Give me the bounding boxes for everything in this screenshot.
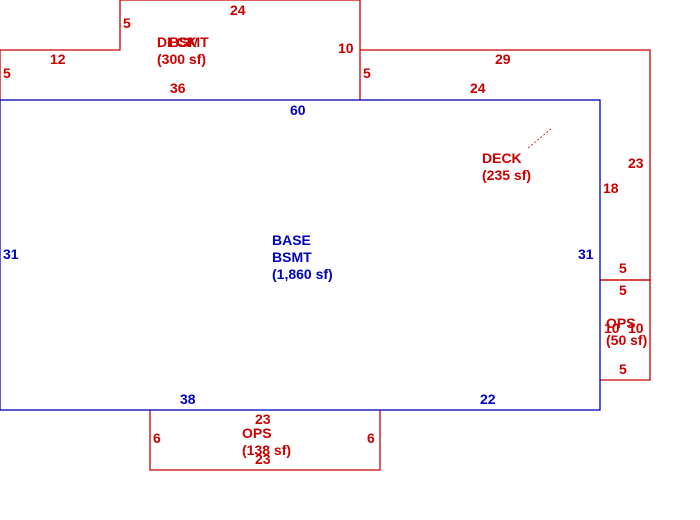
dim-ops-right-bottom: 5 (619, 361, 627, 377)
dim-ops-right-left: 10 (604, 320, 620, 336)
dim-ops-right-right: 10 (628, 320, 644, 336)
dim-upper-left-run: 12 (50, 51, 66, 67)
base-outline (0, 99, 601, 411)
dim-upper-bottom: 36 (170, 80, 186, 96)
dim-upper-top: 24 (230, 2, 246, 18)
upper-label-a: DECK (157, 34, 197, 50)
ops-right-label: OPS (606, 315, 636, 331)
dim-base-bottom-left: 38 (180, 391, 196, 407)
dim-base-top: 60 (290, 102, 306, 118)
dim-deck-left: 18 (603, 180, 619, 196)
dim-upper-right-side: 10 (338, 40, 354, 56)
deck-leader-line (527, 127, 553, 149)
dim-upper-notch-side: 5 (123, 15, 131, 31)
dim-ops-bottom-top: 23 (255, 411, 271, 427)
ops-bottom-area: (138 sf) (242, 442, 291, 458)
dim-deck-top: 29 (495, 51, 511, 67)
ops-right-area: (50 sf) (606, 332, 647, 348)
dim-ops-bottom-bottom: 23 (255, 451, 271, 467)
upper-area: (300 sf) (157, 51, 206, 67)
dim-deck-bottom: 24 (470, 80, 486, 96)
dim-ops-bottom-right: 6 (367, 430, 375, 446)
deck-label: DECK (482, 150, 522, 166)
ops-bottom-label: OPS (242, 425, 272, 441)
base-area: (1,860 sf) (272, 266, 333, 282)
upper-outline (0, 0, 361, 100)
dim-base-right: 31 (578, 246, 594, 262)
base-label-line2: BSMT (272, 249, 312, 265)
dim-base-bottom-right: 22 (480, 391, 496, 407)
dim-upper-left-side: 5 (3, 65, 11, 81)
deck-area: (235 sf) (482, 167, 531, 183)
dim-base-left: 31 (3, 246, 19, 262)
dim-upper-right-step: 5 (363, 65, 371, 81)
upper-label-b: BSMT (169, 34, 209, 50)
ops-bottom-outline (149, 410, 381, 471)
base-label-line1: BASE (272, 232, 311, 248)
dim-ops-right-top: 5 (619, 282, 627, 298)
dim-ops-bottom-left: 6 (153, 430, 161, 446)
ops-right-outline (600, 279, 651, 381)
dim-deck-step: 5 (619, 260, 627, 276)
dim-deck-right: 23 (628, 155, 644, 171)
